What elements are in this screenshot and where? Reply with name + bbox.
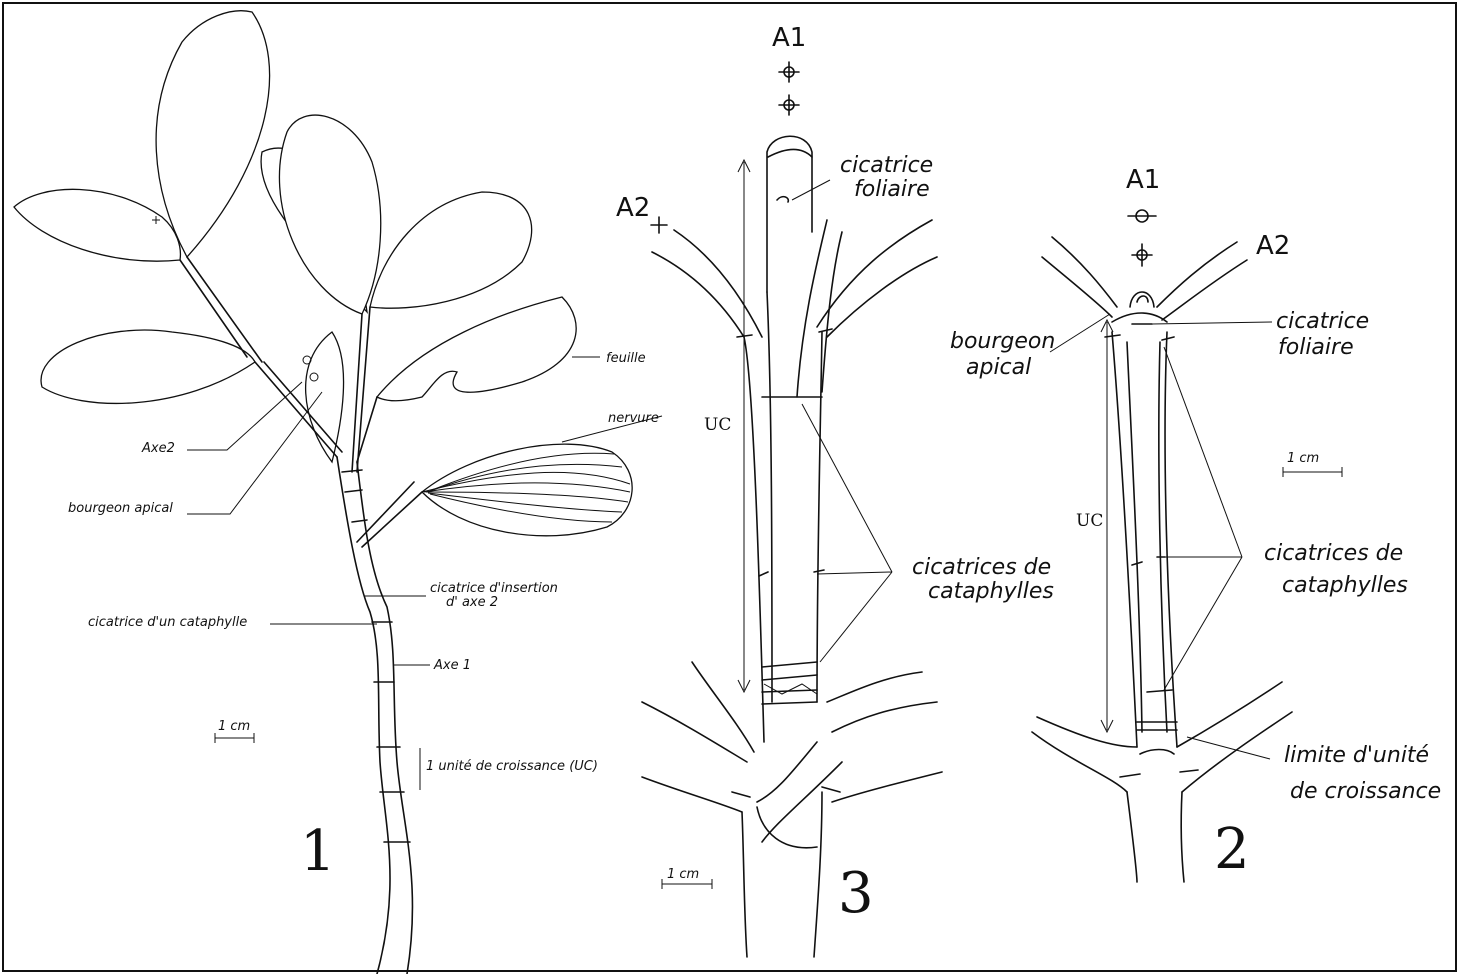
panel-3-a1-label: A1 [772, 23, 806, 53]
label-cicatrice-insertion-line2: d' axe 2 [446, 595, 498, 610]
leaf-right-lower [377, 297, 576, 401]
panel-3-cicatrice-foliaire-line1: cicatrice [840, 153, 933, 178]
panel-3-cataphylles-line1: cicatrices de [912, 555, 1051, 580]
leaf-left-upper [14, 189, 180, 261]
leaf-right-upper [370, 192, 532, 308]
panel-3-cataphylles-line2: cataphylles [928, 579, 1054, 604]
panel-2-limite-line2: de croissance [1290, 779, 1441, 804]
panel-number-2: 2 [1214, 817, 1250, 882]
label-axe1: Axe 1 [433, 658, 471, 673]
panel-2-uc-label: UC [1076, 511, 1103, 531]
panel-2-drawing [1032, 210, 1292, 882]
panel-3-cicatrice-foliaire-line2: foliaire [854, 177, 930, 202]
label-scale-1: 1 cm [218, 719, 250, 734]
panel-3-scale-label: 1 cm [667, 867, 699, 882]
label-nervure: nervure [608, 411, 659, 426]
leaf-top-left [156, 11, 269, 257]
panel-3-leaders [662, 180, 892, 889]
panel-2-a2-label: A2 [1256, 231, 1290, 261]
panel-2-scale-label: 1 cm [1287, 451, 1319, 466]
panel-2-cicatrice-foliaire-line1: cicatrice [1276, 309, 1369, 334]
a2-symbol [651, 217, 667, 233]
label-feuille: feuille [606, 351, 646, 366]
label-unite-croissance: 1 unité de croissance (UC) [426, 759, 598, 774]
leaf-center-top [279, 115, 380, 314]
panel-2-cicatrice-foliaire-line2: foliaire [1278, 335, 1354, 360]
panel-3-uc-label: UC [704, 415, 731, 435]
panel-2-bourgeon-line1: bourgeon [950, 329, 1055, 354]
panel-2-leaders [1050, 314, 1342, 759]
panel-3-uc-arrow [738, 160, 750, 692]
panel-number-1: 1 [300, 819, 336, 884]
label-axe2: Axe2 [141, 441, 175, 456]
panel-number-3: 3 [838, 861, 874, 926]
panel-2-bourgeon-line2: apical [966, 355, 1031, 380]
panel-2-cataphylles-line2: cataphylles [1282, 573, 1408, 598]
panel-3-a2-label: A2 [616, 193, 650, 223]
leaf-left-lower [41, 330, 255, 403]
panel-2-a1-label: A1 [1126, 165, 1160, 195]
panel-2-cataphylles-line1: cicatrices de [1264, 541, 1403, 566]
label-cicatrice-cataphylle: cicatrice d'un cataphylle [88, 615, 247, 630]
panel-1-leaders [187, 357, 662, 790]
panel-2-limite-line1: limite d'unité [1284, 743, 1429, 768]
label-bourgeon-apical: bourgeon apical [68, 501, 173, 516]
label-cicatrice-insertion-line1: cicatrice d'insertion [430, 581, 558, 596]
botanical-figure: feuille nervure Axe2 bourgeon apical cic… [4, 4, 1459, 974]
